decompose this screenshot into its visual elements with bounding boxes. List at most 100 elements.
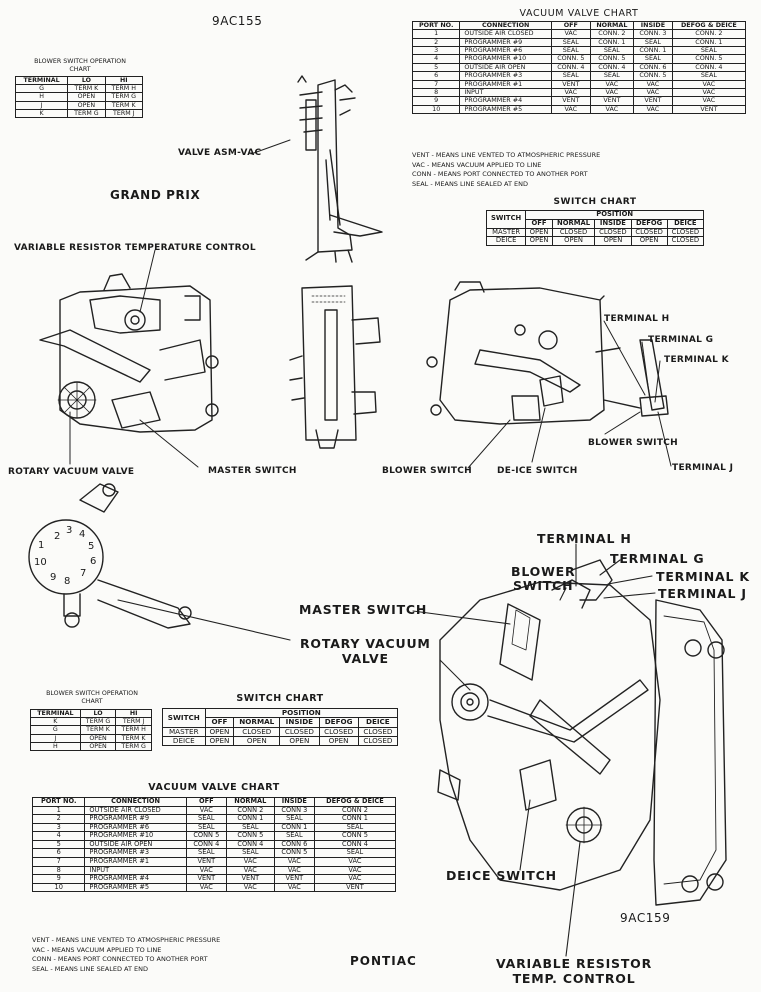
legend-line: VENT - MEANS LINE VENTED TO ATMOSPHERIC … (412, 151, 601, 159)
table-cell: CLOSED (357, 726, 399, 737)
port-number-8: 8 (64, 576, 71, 587)
label-variable-resistor-bottom: VARIABLE RESISTOR TEMP. CONTROL (496, 956, 652, 986)
table-cell: OPEN (204, 735, 235, 747)
table-cell: VAC (273, 882, 315, 893)
rotary-vacuum-valve-drawing (28, 483, 192, 629)
table-header-cell: DEICE (357, 717, 399, 728)
port-number-1: 1 (38, 540, 45, 551)
table-cell: CLOSED (666, 236, 705, 247)
table-cell: PROGRAMMER #4 (84, 874, 187, 884)
table-cell: 6 (411, 71, 461, 81)
label-terminal-j-top: TERMINAL J (672, 463, 734, 473)
table-cell: 10 (411, 104, 461, 114)
label-blower-switch-line2: SWITCH (513, 578, 574, 593)
label-rotary-vacuum-valve-bottom: ROTARY VACUUM VALVE (300, 636, 431, 666)
section-title-pontiac: PONTIAC (350, 954, 417, 968)
legend-line: CONN - MEANS PORT CONNECTED TO ANOTHER P… (32, 955, 208, 963)
grand-prix-right-control-drawing (426, 281, 669, 425)
top-leader-lines (69, 139, 672, 469)
port-number-7: 7 (80, 568, 87, 579)
table-header-cell: INSIDE (594, 218, 632, 229)
switch-chart-bottom-title: SWITCH CHART (236, 693, 324, 704)
table-cell: VENT (185, 874, 227, 884)
table-header-cell: LO (67, 75, 106, 86)
table-header-cell: OFF (525, 218, 553, 229)
blower-chart-top-title-1: BLOWER SWITCH OPERATION (34, 58, 126, 65)
port-number-10: 10 (34, 557, 47, 568)
table-cell: VAC (185, 882, 227, 893)
table-cell: G (14, 84, 69, 94)
legend-line: SEAL - MEANS LINE SEALED AT END (32, 964, 149, 973)
table-cell: OPEN (594, 236, 632, 247)
table-header-cell: LO (79, 708, 117, 719)
port-number-4: 4 (79, 529, 86, 540)
section-title-grand-prix: GRAND PRIX (110, 188, 201, 202)
table-header-cell: DEICE (666, 218, 705, 229)
table-cell: TERM K (79, 725, 117, 735)
table-cell: VENT (313, 882, 397, 893)
label-blower-switch-line1: BLOWER (511, 564, 576, 579)
table-cell: OPEN (79, 741, 117, 752)
blower-chart-bottom-title-1: BLOWER SWITCH OPERATION (46, 690, 138, 697)
table-cell: PROGRAMMER #5 (84, 882, 187, 893)
table-cell: CLOSED (279, 726, 320, 737)
port-number-2: 2 (54, 531, 61, 542)
table-cell: PROGRAMMER #5 (459, 104, 552, 114)
table-cell: OPEN (551, 236, 596, 247)
table-header-cell: DEFOG (630, 218, 668, 229)
label-variable-resistor-line2: TEMP. CONTROL (512, 971, 636, 986)
table-header-cell: INSIDE (279, 717, 320, 728)
bottom-leader-lines (117, 543, 656, 957)
label-terminal-k-top: TERMINAL K (664, 355, 729, 365)
table-cell: TERM J (104, 108, 144, 119)
table-cell: CLOSED (357, 735, 399, 747)
table-cell: CONN 1 (313, 814, 397, 824)
table-cell: SEAL (185, 814, 227, 824)
table-cell: MASTER (162, 726, 206, 737)
label-rotary-vacuum-line2: VALVE (341, 651, 389, 666)
table-cell: VENT (633, 96, 673, 106)
table-cell: VENT (671, 104, 747, 114)
table-cell: VAC (313, 874, 397, 884)
label-variable-resistor-line1: VARIABLE RESISTOR (496, 956, 653, 971)
label-variable-resistor-temperature-control: VARIABLE RESISTOR TEMPERATURE CONTROL (14, 243, 256, 253)
label-terminal-j-bottom: TERMINAL J (658, 586, 747, 601)
table-cell: SEAL (671, 71, 747, 81)
table-cell: 9 (31, 874, 86, 884)
table-cell: PROGRAMMER #3 (459, 71, 552, 81)
table-cell: TERM G (67, 108, 106, 119)
legend-line: VAC - MEANS VACUUM APPLIED TO LINE (32, 945, 162, 954)
label-terminal-g-bottom: TERMINAL G (610, 551, 705, 566)
table-cell: TERM G (104, 92, 144, 102)
table-cell: K (14, 108, 69, 119)
table-cell: TERM K (104, 100, 144, 110)
label-valve-asm-vac: VALVE ASM-VAC (178, 148, 262, 158)
table-cell: SEAL (273, 814, 315, 824)
label-blower-switch-bottom: BLOWER SWITCH (511, 565, 575, 593)
table-cell: VENT (225, 874, 275, 884)
table-cell: TERM H (104, 84, 144, 94)
table-header-cell: HI (115, 708, 152, 719)
legend-line: CONN - MEANS PORT CONNECTED TO ANOTHER P… (412, 170, 588, 178)
table-cell: VENT (273, 874, 315, 884)
table-header-cell: DEFOG & DEICE (313, 797, 397, 807)
figure-id-bottom: 9AC159 (620, 911, 671, 925)
